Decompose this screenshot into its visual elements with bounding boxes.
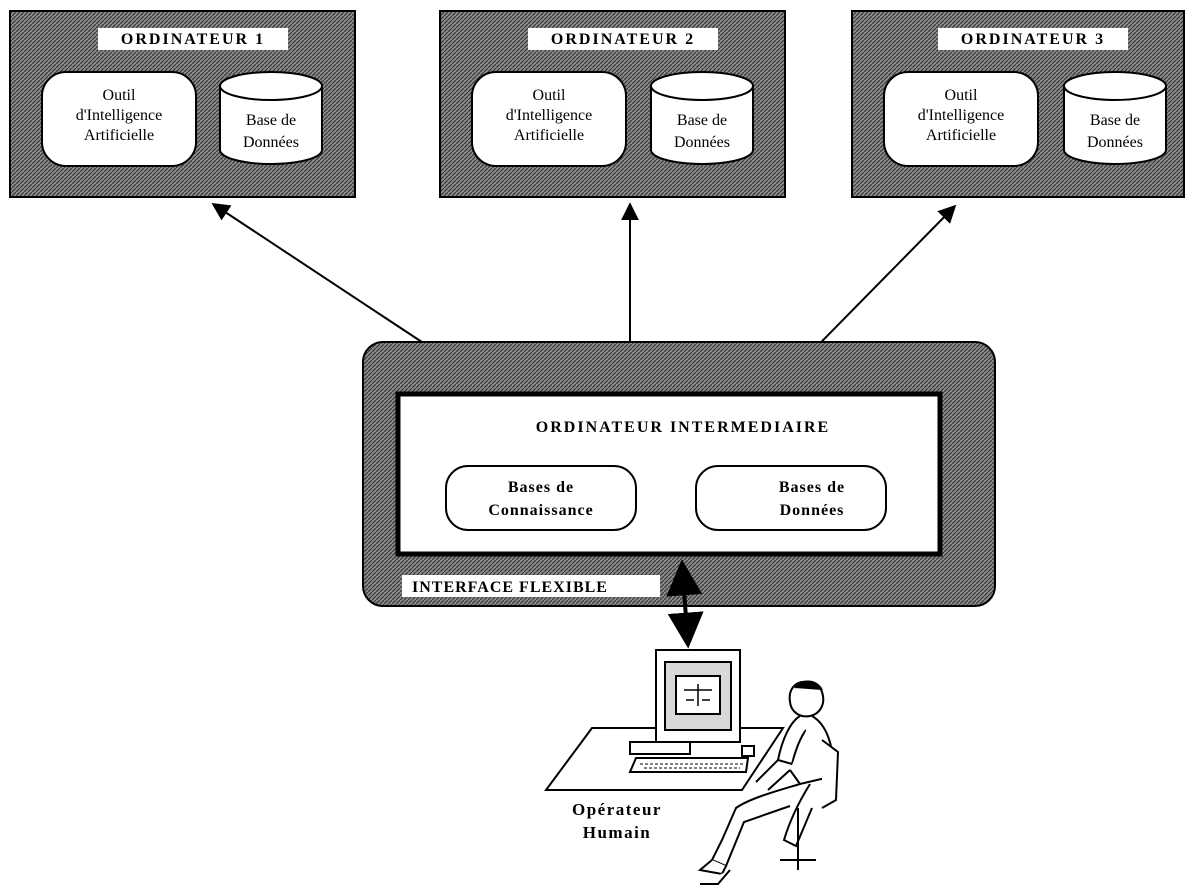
database-label-2: Données <box>674 134 730 151</box>
monitor-icon <box>629 649 755 757</box>
ai-tool-box <box>41 71 197 167</box>
ai-tool-label-2: d'Intelligence <box>918 107 1004 124</box>
operator-link-arrow <box>666 559 704 649</box>
database-label-2: Données <box>1087 134 1143 151</box>
database-cylinder-icon <box>219 71 323 165</box>
intermediate-computer: ORDINATEUR INTERMEDIAIRE Bases de Connai… <box>395 391 943 557</box>
ai-tool-box <box>471 71 627 167</box>
database-label-2: Données <box>243 134 299 151</box>
databases-label-2: Données <box>780 502 845 519</box>
database-label-1: Base de <box>677 112 727 129</box>
computer-title: ORDINATEUR 2 <box>551 31 695 48</box>
database-cylinder-icon <box>1063 71 1167 165</box>
database-cylinder-icon <box>650 71 754 165</box>
database-label-1: Base de <box>1090 112 1140 129</box>
ai-tool-label-3: Artificielle <box>84 127 154 144</box>
ai-tool-label-1: Outil <box>533 87 566 104</box>
databases-box <box>695 465 887 531</box>
computer-title: ORDINATEUR 3 <box>961 31 1105 48</box>
ai-tool-label-3: Artificielle <box>514 127 584 144</box>
operator-label-1: Opérateur <box>572 800 662 819</box>
ai-tool-label-1: Outil <box>945 87 978 104</box>
interface-label: INTERFACE FLEXIBLE <box>412 579 608 596</box>
ai-tool-label-2: d'Intelligence <box>506 107 592 124</box>
computer-3: ORDINATEUR 3 Outil d'Intelligence Artifi… <box>851 10 1185 198</box>
databases-label-1: Bases de <box>779 479 845 496</box>
knowledge-bases-label-1: Bases de <box>508 479 574 496</box>
ai-tool-label-2: d'Intelligence <box>76 107 162 124</box>
database-label-1: Base de <box>246 112 296 129</box>
intermediate-title: ORDINATEUR INTERMEDIAIRE <box>536 419 830 436</box>
ai-tool-label-1: Outil <box>103 87 136 104</box>
knowledge-bases-box <box>445 465 637 531</box>
ai-tool-box <box>883 71 1039 167</box>
knowledge-bases-label-2: Connaissance <box>488 502 593 519</box>
keyboard-icon <box>628 757 750 773</box>
workstation-illustration <box>544 649 840 885</box>
person-icon <box>697 680 840 885</box>
computer-title: ORDINATEUR 1 <box>121 31 265 48</box>
computer-2: ORDINATEUR 2 Outil d'Intelligence Artifi… <box>439 10 786 198</box>
operator-label-2: Humain <box>583 823 652 842</box>
computer-1: ORDINATEUR 1 Outil d'Intelligence Artifi… <box>9 10 356 198</box>
ai-tool-label-3: Artificielle <box>926 127 996 144</box>
